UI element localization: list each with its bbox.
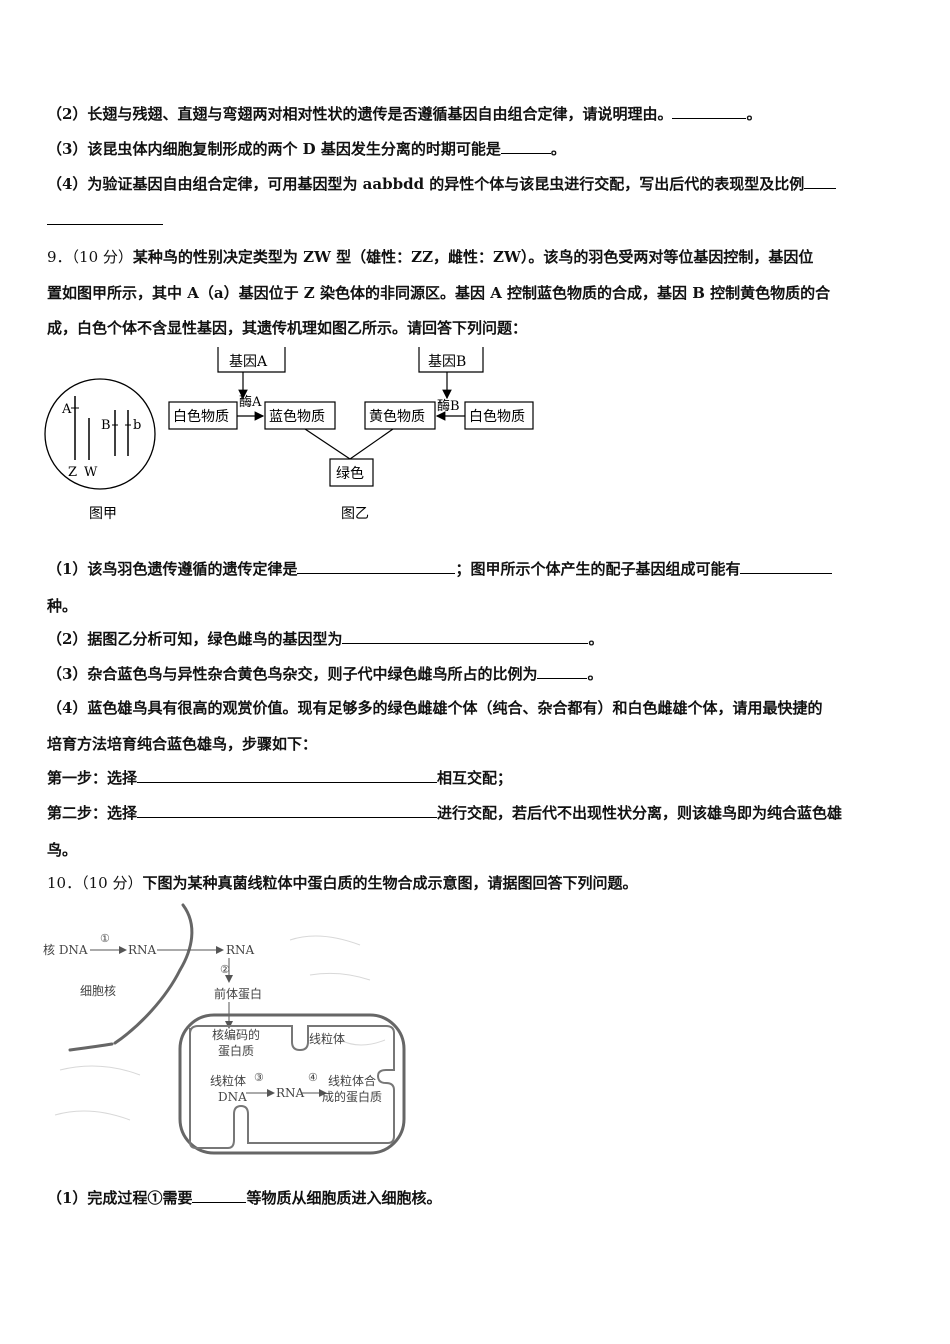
label-W: W bbox=[84, 465, 98, 480]
cell-circle bbox=[44, 378, 156, 490]
mito-protein-label-2: 成的蛋白质 bbox=[322, 1089, 382, 1104]
answer-blank[interactable] bbox=[537, 664, 588, 679]
answer-blank[interactable] bbox=[137, 768, 438, 783]
label-A: A bbox=[61, 402, 72, 417]
nucleus-label: 细胞核 bbox=[80, 984, 116, 998]
figure-mitochondria-protein-synthesis: 核 DNA ① RNA RNA ② 前体蛋白 细胞核 核编码的 蛋白质 线粒体 … bbox=[43, 903, 406, 1155]
mito-protein-label-1: 线粒体合 bbox=[328, 1073, 376, 1088]
answer-blank[interactable] bbox=[672, 104, 747, 119]
gene-a-box bbox=[217, 347, 286, 373]
answer-blank[interactable] bbox=[192, 1188, 247, 1203]
rna-label-3: RNA bbox=[276, 1086, 305, 1100]
blue-substance-box bbox=[264, 401, 336, 430]
rna-label-1: RNA bbox=[128, 943, 157, 957]
yellow-substance-box bbox=[364, 401, 436, 430]
caption-jia: 图甲 bbox=[89, 506, 117, 522]
white-substance-label-1: 白色物质 bbox=[173, 408, 229, 425]
caption-yi: 图乙 bbox=[341, 506, 369, 522]
process-1-marker: ① bbox=[100, 932, 110, 945]
figure-yi: 基因A 酶A 基因B 酶B 白色物质 蓝色物质 黄色物质 白色物质 绿色 图乙 bbox=[168, 347, 534, 522]
process-2-marker: ② bbox=[220, 963, 230, 976]
green-label: 绿色 bbox=[336, 465, 364, 482]
process-4-marker: ④ bbox=[308, 1071, 318, 1084]
answer-blank[interactable] bbox=[740, 559, 833, 574]
nuclear-dna-label: 核 DNA bbox=[43, 943, 88, 957]
q8-sub2: （2）长翅与残翅、直翅与弯翅两对相对性状的遗传是否遵循基因自由组合定律，请说明理… bbox=[47, 104, 762, 123]
green-box bbox=[329, 458, 374, 487]
rna-label-2: RNA bbox=[226, 943, 255, 957]
q9-sub4: （4）蓝色雄鸟具有很高的观赏价值。现有足够多的绿色雌雄个体（纯合、杂合都有）和白… bbox=[47, 699, 823, 717]
nuc-encoded-protein-label-2: 蛋白质 bbox=[218, 1043, 254, 1058]
mitochondrion-label: 线粒体 bbox=[309, 1031, 345, 1046]
nuclear-envelope-upper bbox=[178, 903, 194, 972]
q9-sub2: （2）据图乙分析可知，绿色雌鸟的基因型为。 bbox=[47, 629, 604, 648]
q10-intro: 10．（10 分）下图为某种真菌线粒体中蛋白质的生物合成示意图，请据图回答下列问… bbox=[47, 874, 638, 892]
yellow-substance-label: 黄色物质 bbox=[369, 408, 425, 425]
q10-sub1: （1）完成过程①需要等物质从细胞质进入细胞核。 bbox=[47, 1188, 442, 1207]
mito-dna-label-1: 线粒体 bbox=[210, 1073, 246, 1088]
answer-blank[interactable] bbox=[500, 139, 551, 154]
white-substance-label-2: 白色物质 bbox=[469, 408, 525, 425]
background-noise bbox=[54, 935, 386, 1121]
blue-substance-label: 蓝色物质 bbox=[269, 408, 325, 425]
q8-sub3: （3）该昆虫体内细胞复制形成的两个 D 基因发生分离的时期可能是。 bbox=[47, 139, 566, 158]
gene-b-label: 基因B bbox=[428, 353, 466, 370]
precursor-protein-label: 前体蛋白 bbox=[214, 986, 262, 1001]
q9-intro-line3: 成，白色个体不含显性基因，其遗传机理如图乙所示。请回答下列问题： bbox=[47, 319, 528, 337]
label-Z: Z bbox=[68, 465, 77, 480]
mitochondrion-inner-membrane bbox=[189, 1025, 395, 1149]
answer-blank[interactable] bbox=[297, 559, 456, 574]
label-B: B bbox=[101, 418, 111, 433]
answer-blank-line[interactable] bbox=[47, 224, 163, 225]
process-3-marker: ③ bbox=[254, 1071, 264, 1084]
q9-sub4-cont: 培育方法培育纯合蓝色雄鸟，步骤如下： bbox=[47, 735, 318, 753]
q9-step1: 第一步：选择相互交配； bbox=[47, 768, 513, 787]
enzyme-b-label: 酶B bbox=[437, 398, 460, 414]
q9-sub1-cont: 种。 bbox=[47, 597, 78, 615]
nuclear-envelope-tail bbox=[68, 1042, 114, 1052]
gene-a-label: 基因A bbox=[229, 353, 268, 370]
q9-step2: 第二步：选择进行交配，若后代不出现性状分离，则该雄鸟即为纯合蓝色雄 bbox=[47, 803, 843, 822]
mitochondrion-outer-membrane bbox=[178, 1013, 406, 1155]
line-yellow-to-green bbox=[349, 428, 394, 460]
nuclear-envelope-lower bbox=[113, 968, 182, 1045]
gene-b-box bbox=[418, 347, 484, 373]
q9-sub1: （1）该鸟羽色遗传遵循的遗传定律是；图甲所示个体产生的配子基因组成可能有 bbox=[47, 559, 833, 579]
nuc-encoded-protein-label-1: 核编码的 bbox=[212, 1027, 260, 1042]
answer-blank[interactable] bbox=[342, 629, 589, 644]
figure-jia: A B b Z W 图甲 bbox=[44, 378, 156, 522]
q9-step2-cont: 鸟。 bbox=[47, 841, 78, 859]
line-blue-to-green bbox=[304, 428, 351, 460]
label-b: b bbox=[133, 418, 141, 433]
q9-intro-line1: 9．（10 分）某种鸟的性别决定类型为 ZW 型（雄性：ZZ，雌性：ZW）。该鸟… bbox=[47, 248, 814, 266]
white-substance-box-2 bbox=[464, 401, 534, 430]
enzyme-a-label: 酶A bbox=[239, 394, 262, 410]
mito-dna-label-2: DNA bbox=[218, 1090, 247, 1104]
answer-blank[interactable] bbox=[137, 803, 438, 818]
q8-sub4: （4）为验证基因自由组合定律，可用基因型为 aabbdd 的异性个体与该昆虫进行… bbox=[47, 174, 837, 194]
answer-blank[interactable] bbox=[804, 174, 837, 189]
q9-sub3: （3）杂合蓝色鸟与异性杂合黄色鸟杂交，则子代中绿色雌鸟所占的比例为。 bbox=[47, 664, 603, 683]
q9-intro-line2: 置如图甲所示，其中 A（a）基因位于 Z 染色体的非同源区。基因 A 控制蓝色物… bbox=[47, 284, 831, 302]
